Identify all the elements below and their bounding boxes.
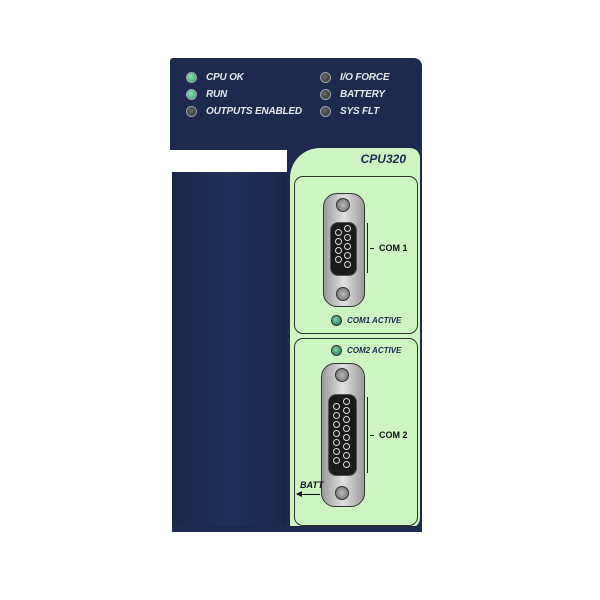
led-cpu-ok: CPU OK xyxy=(186,72,244,83)
bracket-line xyxy=(367,397,368,473)
com1-label: COM 1 xyxy=(379,243,408,253)
com1-active-indicator: COM1 ACTIVE xyxy=(331,315,401,326)
led-indicator-icon xyxy=(320,72,331,83)
led-battery: BATTERY xyxy=(320,89,385,100)
led-indicator-icon xyxy=(320,106,331,117)
module-base xyxy=(172,526,422,532)
port-shell xyxy=(330,222,357,276)
led-indicator-icon xyxy=(186,106,197,117)
arrow-left-icon xyxy=(296,491,320,497)
screw-icon xyxy=(336,287,350,301)
led-label: CPU OK xyxy=(206,72,244,83)
led-indicator-icon xyxy=(331,315,342,326)
screw-icon xyxy=(336,198,350,212)
led-label: OUTPUTS ENABLED xyxy=(206,106,302,117)
led-io-force: I/O FORCE xyxy=(320,72,390,83)
led-indicator-icon xyxy=(186,72,197,83)
led-run: RUN xyxy=(186,89,227,100)
panel-divider xyxy=(170,170,290,172)
bracket-line xyxy=(367,223,368,273)
status-led-panel: CPU OK RUN OUTPUTS ENABLED I/O FORCE BAT… xyxy=(170,58,422,150)
led-indicator-icon xyxy=(186,89,197,100)
com2-active-indicator: COM2 ACTIVE xyxy=(331,345,401,356)
led-label: I/O FORCE xyxy=(340,72,390,83)
com2-db15-connector[interactable] xyxy=(321,363,365,507)
screw-icon xyxy=(335,486,349,500)
battery-label: BATT xyxy=(300,480,324,490)
com1-port-area: COM 1 COM1 ACTIVE xyxy=(294,176,418,334)
led-sys-flt: SYS FLT xyxy=(320,106,379,117)
model-label: CPU320 xyxy=(360,152,406,166)
led-label: SYS FLT xyxy=(340,106,379,117)
faceplate: CPU320 COM 1 COM1 ACTIVE COM2 ACTIVE xyxy=(290,148,420,528)
led-label: RUN xyxy=(206,89,228,100)
led-outputs-enabled: OUTPUTS ENABLED xyxy=(186,106,302,117)
com2-label: COM 2 xyxy=(379,430,408,440)
led-label: BATTERY xyxy=(340,89,385,100)
led-indicator-icon xyxy=(331,345,342,356)
port-shell xyxy=(328,394,357,476)
module-housing xyxy=(172,172,287,528)
led-indicator-icon xyxy=(320,89,331,100)
com1-db9-connector[interactable] xyxy=(323,193,365,307)
com2-port-area: COM2 ACTIVE COM 2 xyxy=(294,338,418,526)
screw-icon xyxy=(335,368,349,382)
